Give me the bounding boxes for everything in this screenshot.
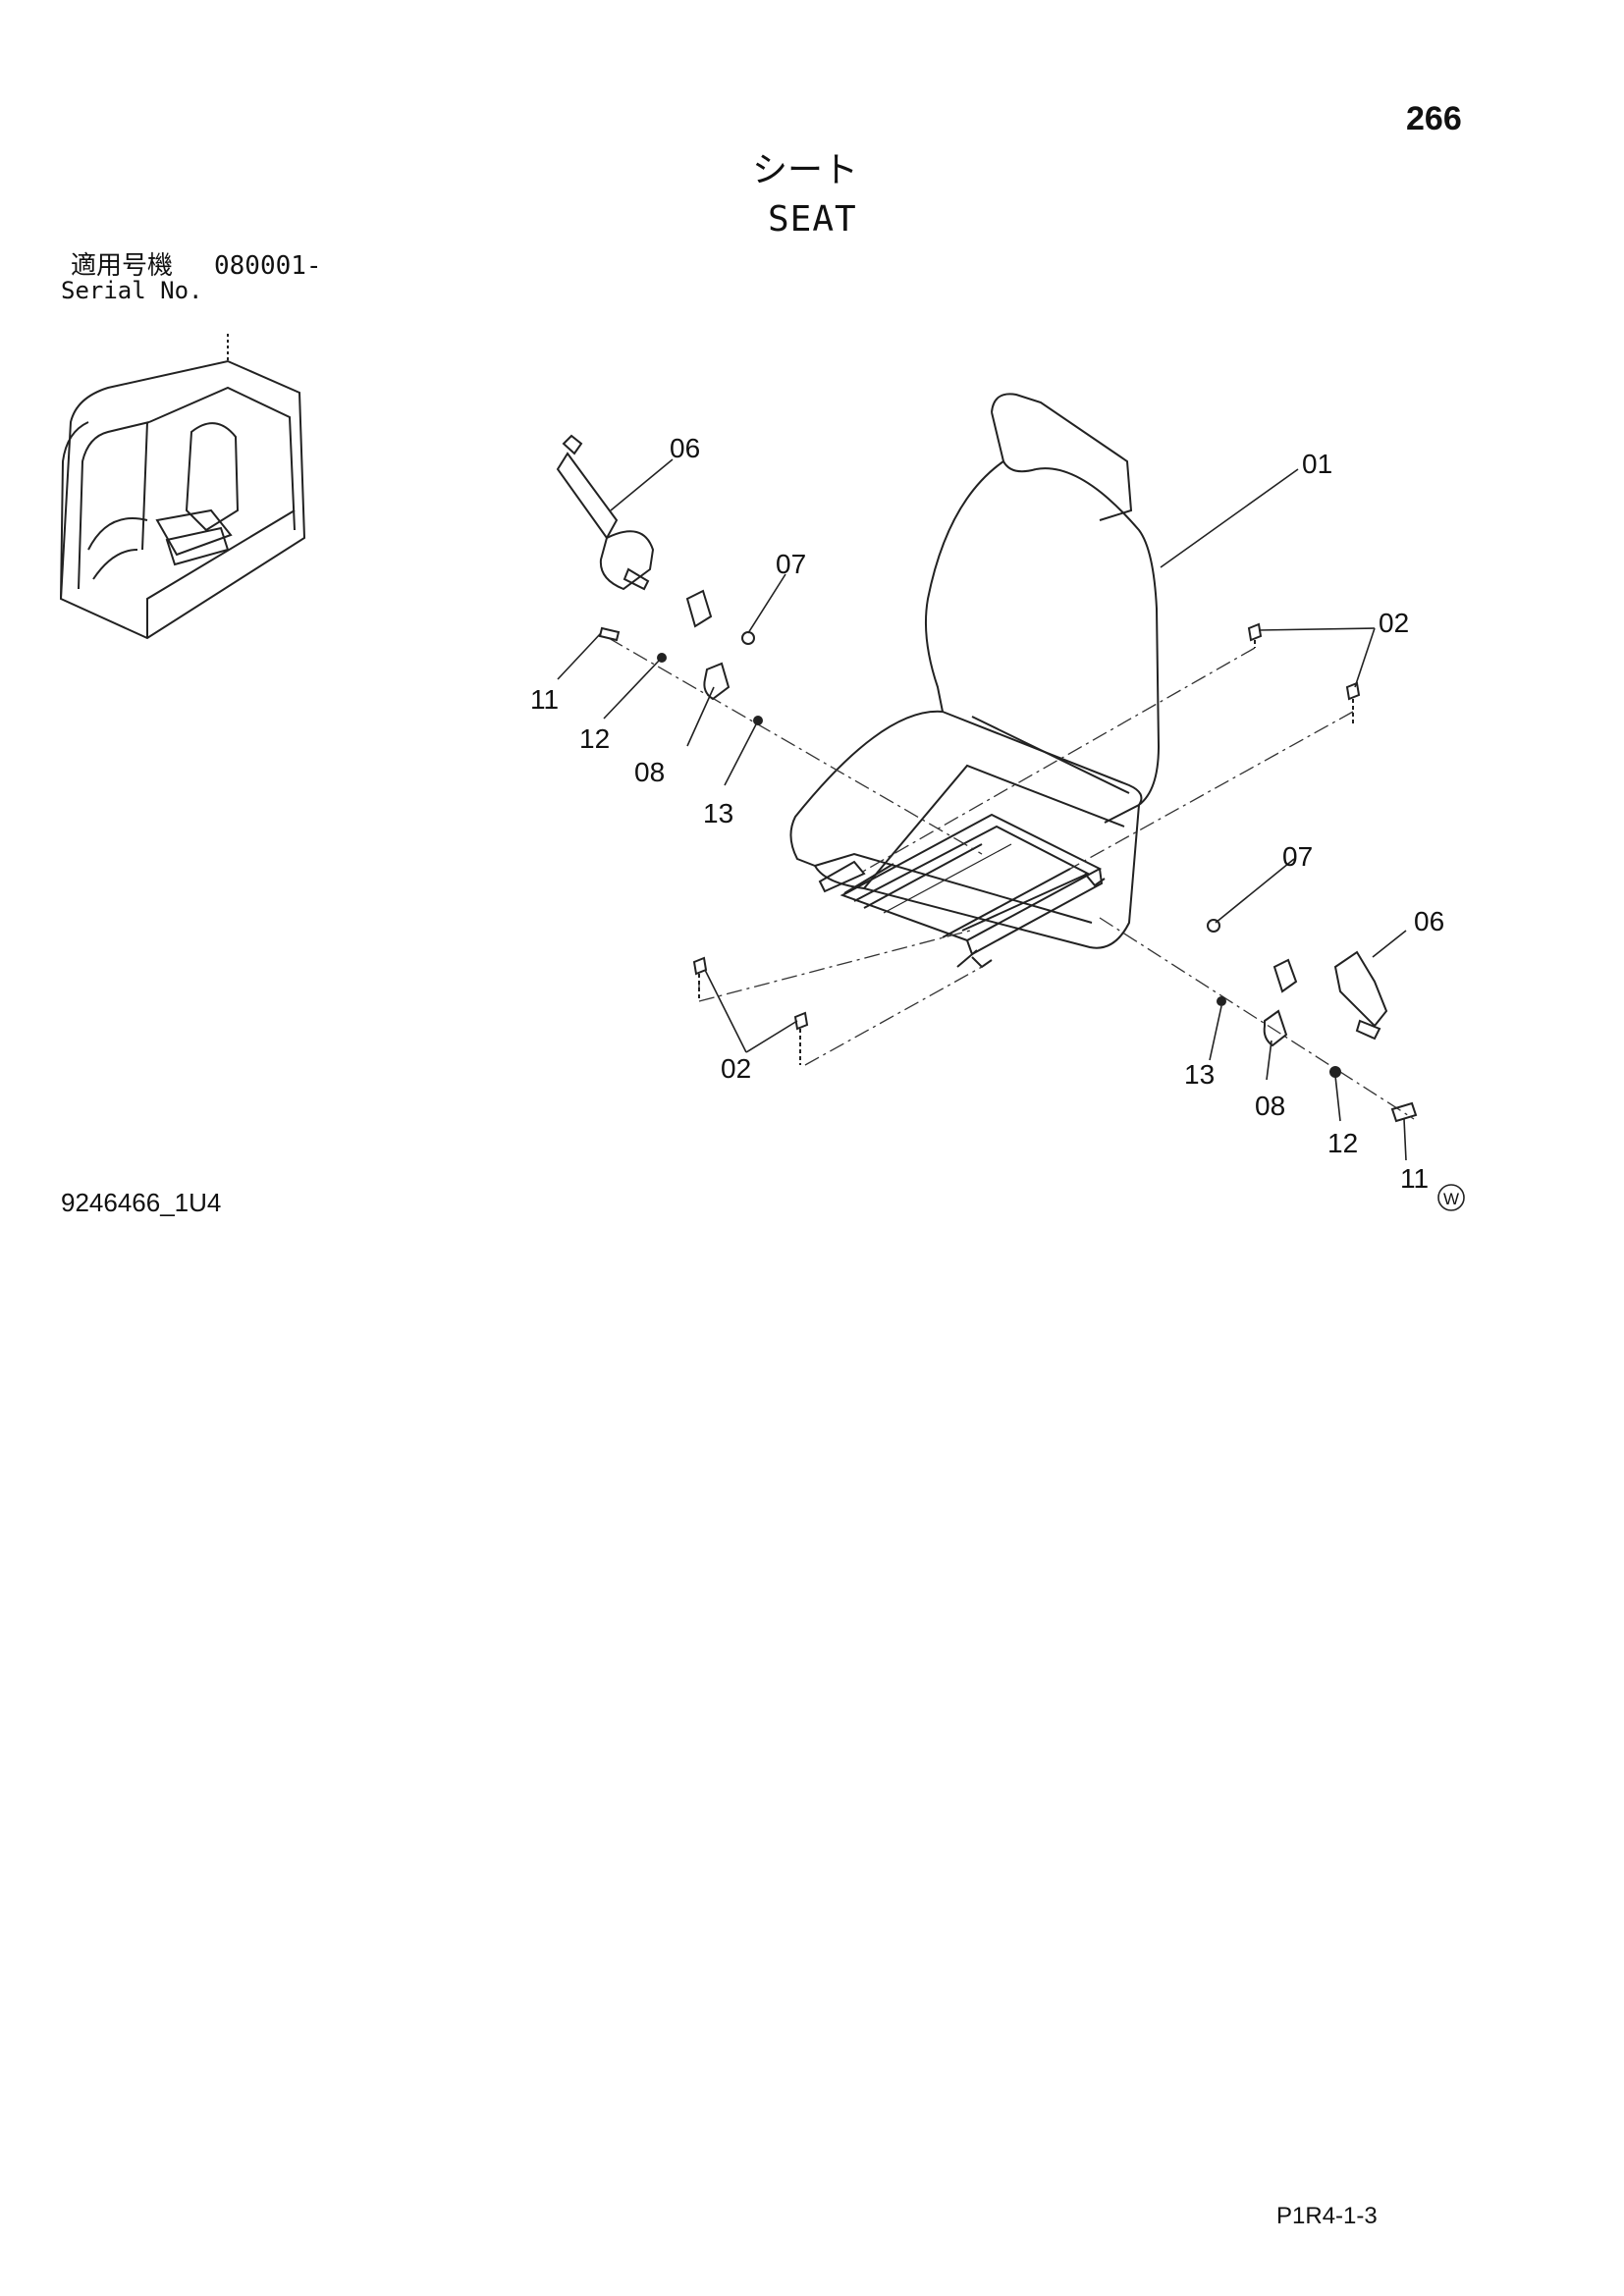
callout-08-right: 08 bbox=[1255, 1091, 1285, 1121]
leader-lines bbox=[557, 458, 1407, 1161]
left-seatbelt-group bbox=[556, 434, 763, 725]
assembly-centerlines bbox=[608, 637, 1415, 1120]
callout-08-left: 08 bbox=[634, 757, 665, 787]
right-seatbelt-group bbox=[1207, 919, 1418, 1123]
callout-labels: 01 02 02 06 06 07 07 08 08 11 11 12 12 1… bbox=[530, 433, 1465, 1211]
callout-13-left: 13 bbox=[703, 798, 733, 828]
w-marker-circle bbox=[1437, 1184, 1465, 1211]
callout-13-right: 13 bbox=[1184, 1059, 1215, 1090]
callout-06-right: 06 bbox=[1414, 906, 1444, 936]
page-title-japanese: シート bbox=[752, 150, 859, 190]
callout-12-left: 12 bbox=[579, 723, 610, 754]
serial-label-english: Serial No. bbox=[61, 277, 203, 304]
seat-assembly bbox=[789, 393, 1161, 969]
callout-07-left: 07 bbox=[776, 549, 806, 579]
page-number: 266 bbox=[1406, 100, 1462, 137]
callout-11-left: 11 bbox=[530, 684, 559, 715]
cab-overview-thumbnail bbox=[59, 334, 306, 640]
serial-label-japanese: 適用号機 bbox=[71, 251, 174, 281]
callout-02-right: 02 bbox=[1379, 608, 1409, 638]
w-marker-letter: W bbox=[1443, 1190, 1459, 1208]
reference-code: 9246466_1U4 bbox=[61, 1188, 222, 1217]
callout-11-right: 11 bbox=[1400, 1163, 1429, 1194]
callout-06-left: 06 bbox=[670, 433, 700, 463]
callout-12-right: 12 bbox=[1327, 1128, 1358, 1158]
callout-02-left: 02 bbox=[721, 1053, 751, 1084]
serial-range: 080001- bbox=[214, 251, 322, 281]
mount-bolts bbox=[692, 622, 1361, 1065]
page-title-english: SEAT bbox=[768, 199, 857, 240]
page-code: P1R4-1-3 bbox=[1276, 2203, 1378, 2229]
callout-07-right: 07 bbox=[1282, 841, 1313, 872]
callout-01: 01 bbox=[1302, 449, 1332, 479]
